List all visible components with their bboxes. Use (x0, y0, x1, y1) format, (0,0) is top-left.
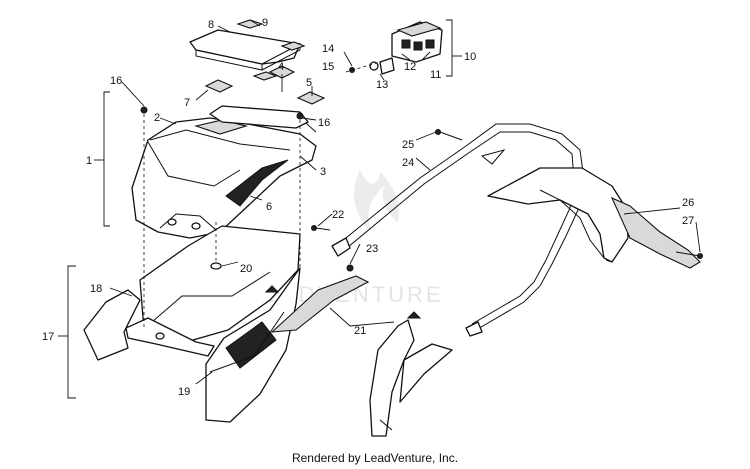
callout-18: 18 (90, 283, 102, 295)
part-10-taillight (345, 21, 443, 75)
callout-5: 5 (306, 77, 312, 89)
callout-17: 17 (42, 331, 54, 343)
callout-19: 19 (178, 386, 190, 398)
callout-1: 1 (86, 155, 92, 167)
part-24-bumper (331, 123, 585, 337)
footer-credit: Rendered by LeadVenture, Inc. (291, 451, 459, 465)
callout-numbers: 1 2 3 4 5 6 7 8 9 10 11 12 13 14 15 16 1… (42, 17, 694, 398)
part-18-storage-box (125, 225, 301, 357)
callout-14: 14 (322, 43, 334, 55)
callout-12: 12 (404, 61, 416, 73)
callout-22: 22 (332, 209, 344, 221)
callout-9: 9 (262, 17, 268, 29)
callout-6: 6 (266, 201, 272, 213)
part-7-pad (204, 79, 234, 93)
part-19-tail-panel (83, 267, 301, 423)
fasteners (140, 106, 703, 319)
part-26-flap (487, 167, 701, 269)
part-4-pad (268, 65, 296, 79)
callout-11: 11 (430, 69, 441, 81)
alignment-lines (143, 114, 301, 330)
callout-20: 20 (240, 263, 252, 275)
leader-lines (109, 19, 701, 385)
group-brackets (58, 19, 462, 399)
callout-16-right: 16 (318, 117, 330, 129)
callout-21: 21 (354, 325, 366, 337)
callout-13: 13 (376, 79, 388, 91)
callout-27: 27 (682, 215, 694, 227)
part-2-cover (131, 105, 317, 239)
callout-15: 15 (322, 61, 334, 73)
callout-23: 23 (366, 243, 378, 255)
part-21-trim (270, 275, 453, 437)
callout-4: 4 (278, 61, 284, 73)
callout-8: 8 (208, 19, 214, 31)
callout-26: 26 (682, 197, 694, 209)
callout-7: 7 (184, 97, 190, 109)
part-8-bracket-plate (189, 29, 301, 71)
part-9-pads (236, 19, 306, 81)
callout-3: 3 (320, 166, 326, 178)
callout-24: 24 (402, 157, 414, 169)
part-5-pad (296, 91, 326, 105)
callout-10: 10 (464, 51, 476, 63)
callout-2: 2 (154, 112, 160, 124)
callout-16-left: 16 (110, 75, 122, 87)
callout-25: 25 (402, 139, 414, 151)
